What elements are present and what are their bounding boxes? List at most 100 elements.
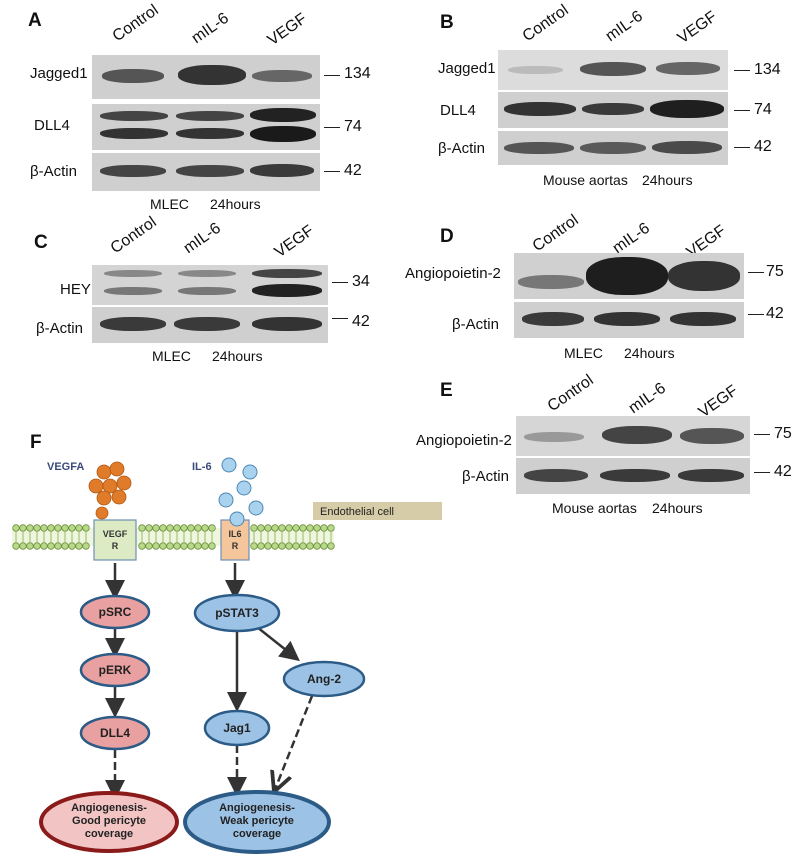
arrow-ang2-weak (274, 695, 314, 792)
node-psrc-label: pSRC (99, 605, 132, 619)
panel-c-blot-actin (92, 307, 328, 343)
panel-d-caption-cell: MLEC (564, 345, 603, 361)
panel-e-row-actin: β-Actin (462, 468, 509, 485)
panel-e-mw-tick-2 (754, 472, 770, 473)
node-pstat3-label: pSTAT3 (215, 606, 259, 620)
panel-a-row-dll4: DLL4 (34, 117, 70, 134)
panel-d-caption-time: 24hours (624, 345, 675, 361)
panel-e-mw-tick-1 (754, 434, 770, 435)
panel-a-label: A (28, 10, 42, 31)
node-dll4-label: DLL4 (100, 726, 130, 740)
panel-d-label: D (440, 226, 454, 247)
panel-b-mw-74: 74 (754, 101, 772, 118)
panel-a-caption-cell: MLEC (150, 196, 189, 212)
outcome-weak-line-3: coverage (233, 828, 281, 840)
arrow-pstat3-ang2 (256, 626, 300, 662)
node-psrc: pSRC (79, 594, 151, 630)
panel-c-mw-tick-1 (332, 282, 348, 283)
panel-a-blot-jagged1 (92, 55, 320, 99)
panel-c-caption-time: 24hours (212, 348, 263, 364)
outcome-good-pericyte: Angiogenesis- Good pericyte coverage (39, 791, 179, 853)
panel-a-blot-dll4 (92, 104, 320, 150)
vegf-receptor-label-1: VEGF (103, 529, 128, 539)
panel-b-mw-tick-3 (734, 147, 750, 148)
node-ang2: Ang-2 (282, 660, 366, 698)
outcome-good-line-1: Angiogenesis- (71, 802, 147, 814)
panel-b-row-dll4: DLL4 (440, 102, 476, 119)
panel-c-caption-cell: MLEC (152, 348, 191, 364)
panel-d-row-ang2: Angiopoietin-2 (405, 265, 501, 282)
panel-e-blot-actin (516, 458, 750, 494)
panel-c-mw-tick-2 (332, 318, 348, 319)
panel-d-mw-42: 42 (766, 305, 784, 322)
panel-c-label: C (34, 232, 48, 253)
panel-d-mw-tick-1 (748, 272, 764, 273)
panel-e-mw-42: 42 (774, 463, 792, 480)
panel-d-row-actin: β-Actin (452, 316, 499, 333)
panel-b-mw-tick-1 (734, 70, 750, 71)
node-pstat3: pSTAT3 (193, 593, 281, 633)
panel-e-caption-time: 24hours (652, 500, 703, 516)
vegfa-ligands (88, 461, 132, 520)
panel-b-mw-42: 42 (754, 138, 772, 155)
panel-b-blot-actin (498, 131, 728, 165)
panel-a-blot-actin (92, 153, 320, 191)
outcome-weak-line-2: Weak pericyte (220, 815, 294, 827)
node-perk: pERK (79, 652, 151, 688)
panel-f-label: F (30, 432, 42, 453)
panel-b-row-jagged1: Jagged1 (438, 60, 496, 77)
node-jag1: Jag1 (203, 709, 271, 747)
panel-e-row-ang2: Angiopoietin-2 (416, 432, 512, 449)
cell-membrane (12, 524, 335, 550)
panel-b-caption-cell: Mouse aortas (543, 172, 628, 188)
panel-c-blot-hey (92, 265, 328, 305)
panel-e-blot-ang2 (516, 416, 750, 456)
panel-e-caption-cell: Mouse aortas (552, 500, 637, 516)
il6-label: IL-6 (192, 461, 212, 473)
il6-receptor-label-2: R (232, 541, 239, 551)
il6-receptor-label-1: IL6 (228, 529, 241, 539)
outcome-weak-pericyte: Angiogenesis- Weak pericyte coverage (183, 790, 331, 854)
node-jag1-label: Jag1 (223, 721, 251, 735)
panel-b-label: B (440, 12, 454, 33)
node-perk-label: pERK (99, 663, 132, 677)
panel-c-mw-42: 42 (352, 313, 370, 330)
panel-b-mw-134: 134 (754, 61, 781, 78)
panel-a-mw-134: 134 (344, 65, 371, 82)
panel-a-mw-tick-3 (324, 171, 340, 172)
endothelial-cell-box (313, 502, 442, 520)
panel-d-mw-tick-2 (748, 314, 764, 315)
vegf-receptor (93, 519, 137, 561)
panel-c-row-actin: β-Actin (36, 320, 83, 337)
panel-a-mw-tick-1 (324, 75, 340, 76)
panel-c-mw-34: 34 (352, 273, 370, 290)
il6-ligands (218, 457, 264, 527)
endothelial-cell-label: Endothelial cell (320, 506, 394, 518)
panel-d-blot-ang2 (514, 253, 744, 299)
panel-b-blot-dll4 (498, 92, 728, 128)
panel-d-mw-75: 75 (766, 263, 784, 280)
node-ang2-label: Ang-2 (307, 672, 341, 686)
outcome-weak-line-1: Angiogenesis- (219, 802, 295, 814)
panel-a-mw-tick-2 (324, 127, 340, 128)
node-dll4: DLL4 (79, 715, 151, 751)
panel-d-blot-actin (514, 302, 744, 338)
panel-b-blot-jagged1 (498, 50, 728, 90)
panel-a-row-actin: β-Actin (30, 163, 77, 180)
panel-b-mw-tick-2 (734, 110, 750, 111)
panel-a-mw-74: 74 (344, 118, 362, 135)
panel-a-mw-42: 42 (344, 162, 362, 179)
panel-b-caption-time: 24hours (642, 172, 693, 188)
outcome-good-line-3: coverage (85, 828, 133, 840)
outcome-good-line-2: Good pericyte (72, 815, 146, 827)
vegf-receptor-label-2: R (112, 541, 119, 551)
panel-a-row-jagged1: Jagged1 (30, 65, 88, 82)
panel-b-row-actin: β-Actin (438, 140, 485, 157)
panel-c-row-hey: HEY (60, 281, 91, 298)
panel-e-mw-75: 75 (774, 425, 792, 442)
panel-e-label: E (440, 380, 453, 401)
panel-a-caption-time: 24hours (210, 196, 261, 212)
vegfa-label: VEGFA (47, 461, 84, 473)
il6-receptor (220, 519, 250, 561)
